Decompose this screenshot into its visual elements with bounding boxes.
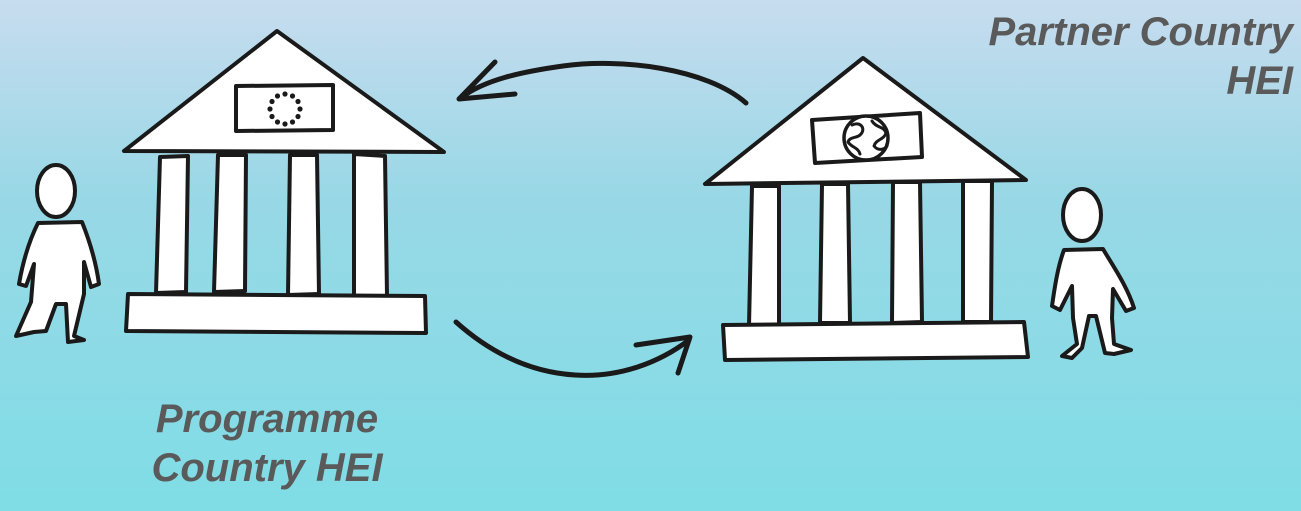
partner-country-label: Partner Country HEI xyxy=(915,8,1293,106)
partner-column-3 xyxy=(892,182,922,323)
partner-country-label-line2: HEI xyxy=(915,57,1293,106)
programme-person-head xyxy=(37,165,75,217)
programme-column-3 xyxy=(288,155,319,295)
programme-column-4 xyxy=(354,154,387,296)
partner-person-head xyxy=(1063,189,1101,241)
partner-country-label-line1: Partner Country xyxy=(915,8,1293,57)
programme-country-label-line2: Country HEI xyxy=(102,444,432,493)
programme-column-2 xyxy=(214,155,246,292)
programme-base xyxy=(126,294,426,333)
partner-column-2 xyxy=(820,184,850,323)
programme-country-label: Programme Country HEI xyxy=(102,395,432,493)
programme-column-1 xyxy=(156,156,188,293)
partner-column-1 xyxy=(749,186,779,326)
globe-flag-icon xyxy=(812,113,922,163)
partner-base xyxy=(723,322,1028,360)
partner-column-4 xyxy=(963,181,992,322)
programme-country-label-line1: Programme xyxy=(102,395,432,444)
eu-stars-flag-icon xyxy=(236,85,333,131)
